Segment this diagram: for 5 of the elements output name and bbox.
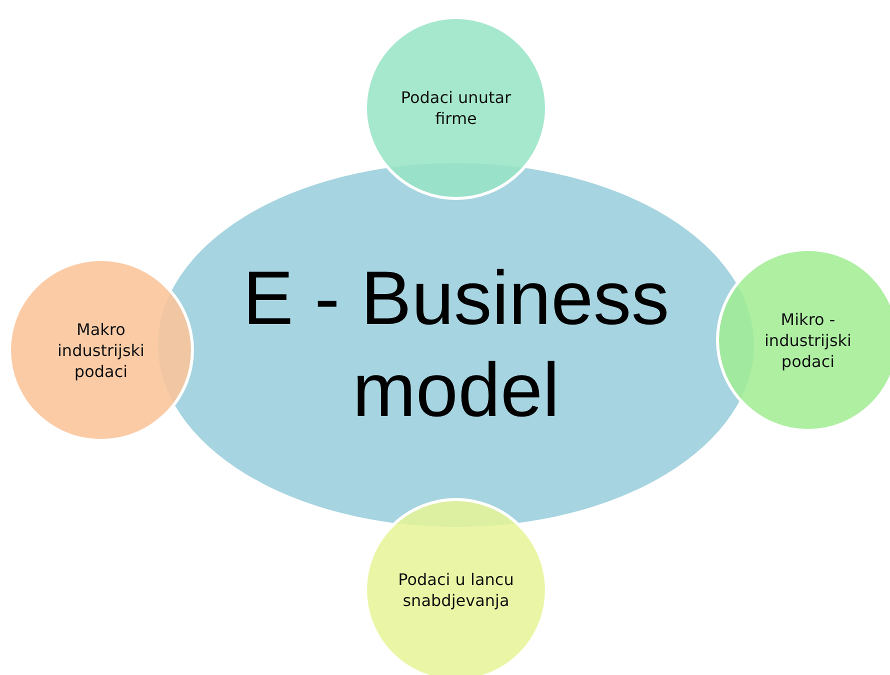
- node-label: Mikro - industrijski podaci: [763, 308, 852, 372]
- node-label: Makro industrijski podaci: [56, 318, 146, 382]
- title-text: E - Business model: [242, 255, 670, 435]
- node-label: Podaci u lancu snabdjevanja: [397, 569, 515, 611]
- node-label: Podaci unutar firme: [400, 87, 512, 129]
